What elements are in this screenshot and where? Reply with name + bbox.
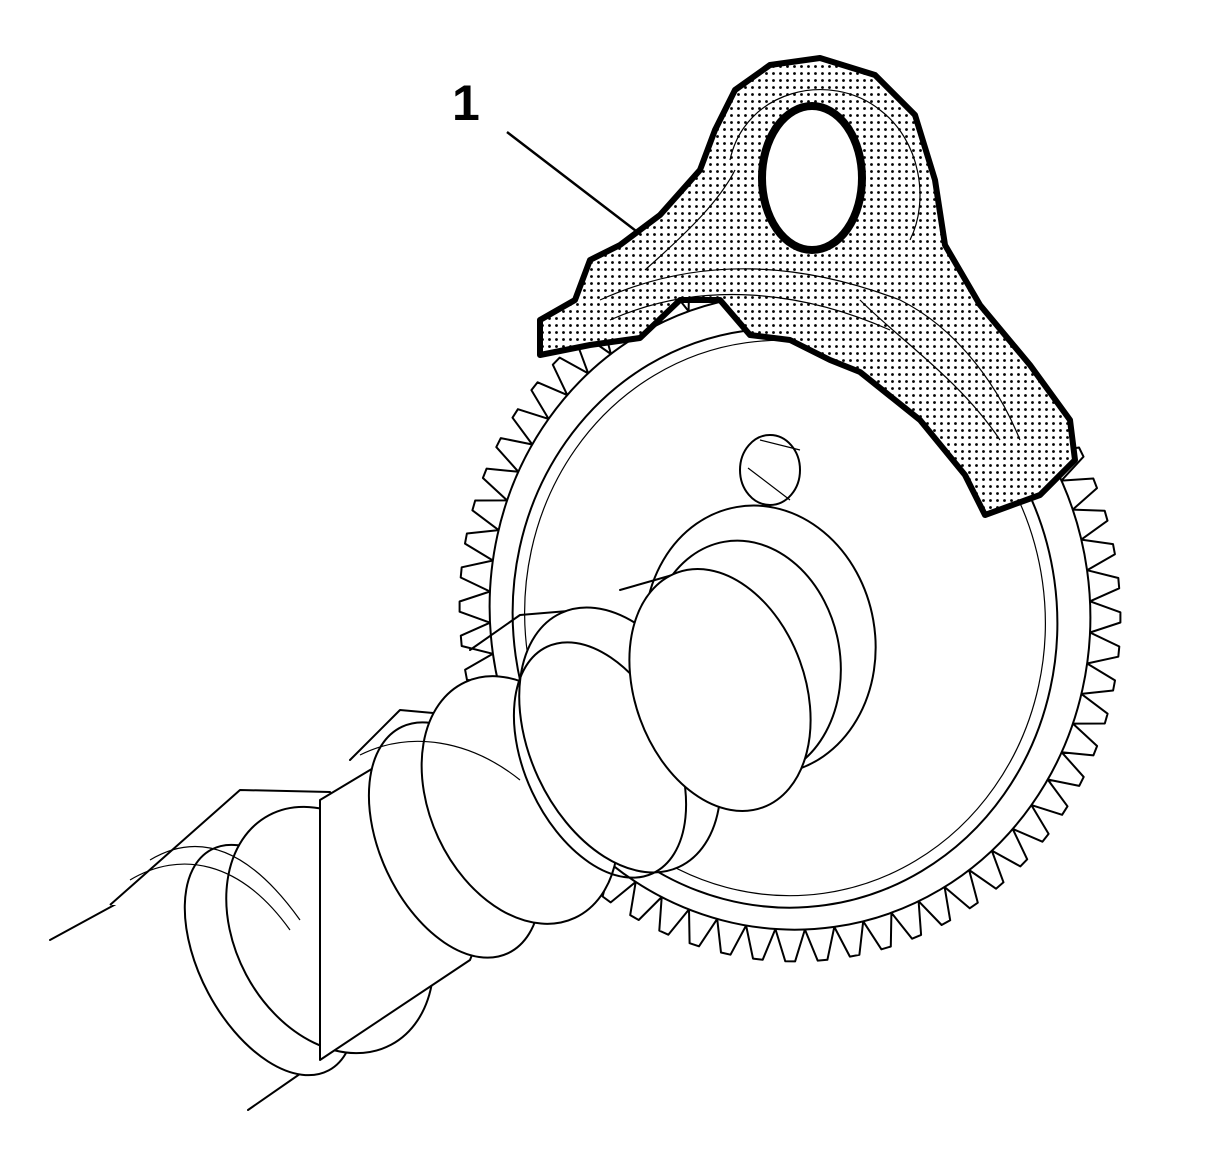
callout-1-label: 1 <box>452 75 480 131</box>
callout-leader-line <box>506 131 641 235</box>
camshaft-icon <box>49 567 812 1111</box>
gear-hole <box>739 434 801 506</box>
sprocket-holding-tool-icon <box>537 55 1078 518</box>
